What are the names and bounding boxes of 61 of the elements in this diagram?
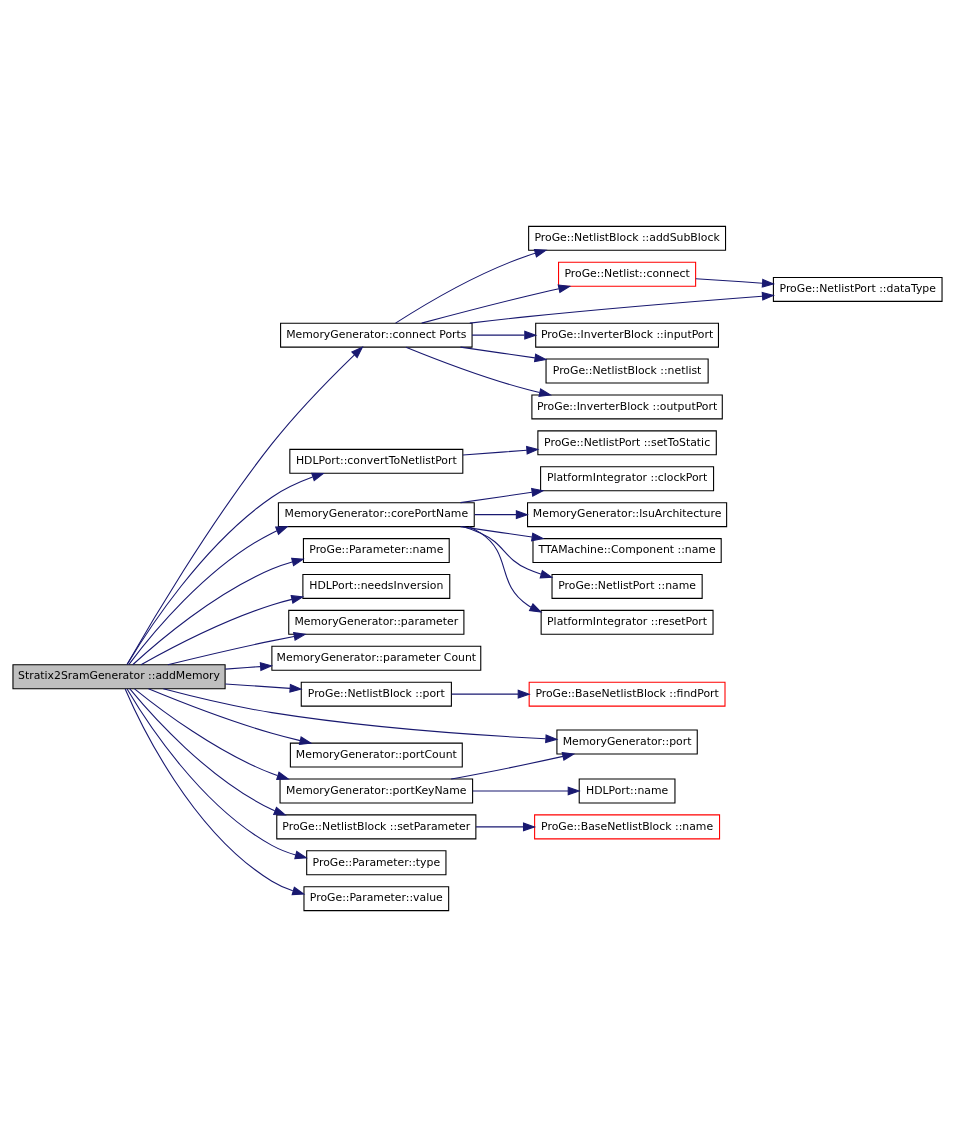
node-box: HDLPort::convertToNetlistPort — [289, 448, 464, 474]
arrow — [224, 683, 303, 693]
arrow — [129, 688, 287, 816]
arrow — [162, 688, 559, 744]
arrow — [451, 689, 531, 699]
node-box: ProGe::NetlistBlock ::port — [300, 681, 452, 707]
arrow — [462, 445, 540, 456]
arrow — [460, 487, 545, 504]
arrow — [124, 688, 306, 896]
node-box: MemoryGenerator::parameter Count — [271, 645, 482, 671]
node-box: MemoryGenerator::connect Ports — [280, 322, 473, 348]
node-box: MemoryGenerator::port — [556, 729, 698, 755]
arrow — [695, 278, 776, 288]
node-box: MemoryGenerator::lsuArchitecture — [527, 502, 728, 528]
node-box: HDLPort::needsInversion — [302, 573, 451, 599]
arrow — [395, 248, 548, 324]
arrow — [474, 510, 529, 520]
node-box: ProGe::BaseNetlistBlock ::name — [534, 814, 721, 840]
arrow — [405, 346, 553, 397]
node-box: MemoryGenerator::portKeyName — [279, 778, 474, 804]
arrow — [463, 526, 554, 579]
node-box: MemoryGenerator::parameter — [288, 609, 465, 635]
node-box: ProGe::Parameter::value — [303, 886, 450, 912]
arrow — [460, 346, 548, 363]
arrow — [471, 330, 538, 340]
arrow — [472, 786, 581, 796]
arrow — [468, 526, 543, 613]
node-box: PlatformIntegrator ::clockPort — [540, 466, 715, 492]
node-box: ProGe::NetlistBlock ::netlist — [545, 358, 709, 384]
arrow — [147, 688, 313, 745]
arrow — [134, 688, 290, 780]
node-box: ProGe::NetlistPort ::dataType — [772, 276, 943, 302]
arrow — [450, 752, 576, 780]
node-box: MemoryGenerator::corePortName — [277, 502, 475, 528]
arrow — [128, 526, 289, 666]
arrow — [224, 662, 274, 672]
node-box: ProGe::InverterBlock ::inputPort — [535, 322, 719, 348]
node-box: ProGe::BaseNetlistBlock ::findPort — [528, 681, 726, 707]
arrow — [469, 291, 775, 324]
arrow — [126, 346, 364, 666]
arrow — [126, 688, 308, 860]
node-box: TTAMachine::Component ::name — [532, 538, 722, 564]
arrow — [132, 557, 305, 666]
node-box: HDLPort::name — [578, 778, 676, 804]
arrow — [140, 595, 305, 666]
arrow — [421, 284, 572, 324]
node-box: Stratix2SramGenerator ::addMemory — [12, 664, 226, 690]
node-box: ProGe::NetlistBlock ::setParameter — [276, 814, 477, 840]
node-box: PlatformIntegrator ::resetPort — [540, 609, 714, 635]
node-box: ProGe::InverterBlock ::outputPort — [531, 394, 723, 420]
node-box: ProGe::NetlistPort ::name — [551, 573, 703, 599]
arrow — [126, 472, 325, 665]
node-box: ProGe::NetlistBlock ::addSubBlock — [528, 225, 727, 251]
arrow — [167, 631, 307, 666]
arrow — [475, 822, 537, 832]
node-box: ProGe::Netlist::connect — [558, 261, 697, 287]
node-box: ProGe::NetlistPort ::setToStatic — [537, 430, 717, 456]
arrow — [460, 526, 545, 542]
node-box: ProGe::Parameter::name — [302, 538, 450, 564]
node-box: ProGe::Parameter::type — [306, 850, 447, 876]
node-box: MemoryGenerator::portCount — [289, 742, 463, 768]
